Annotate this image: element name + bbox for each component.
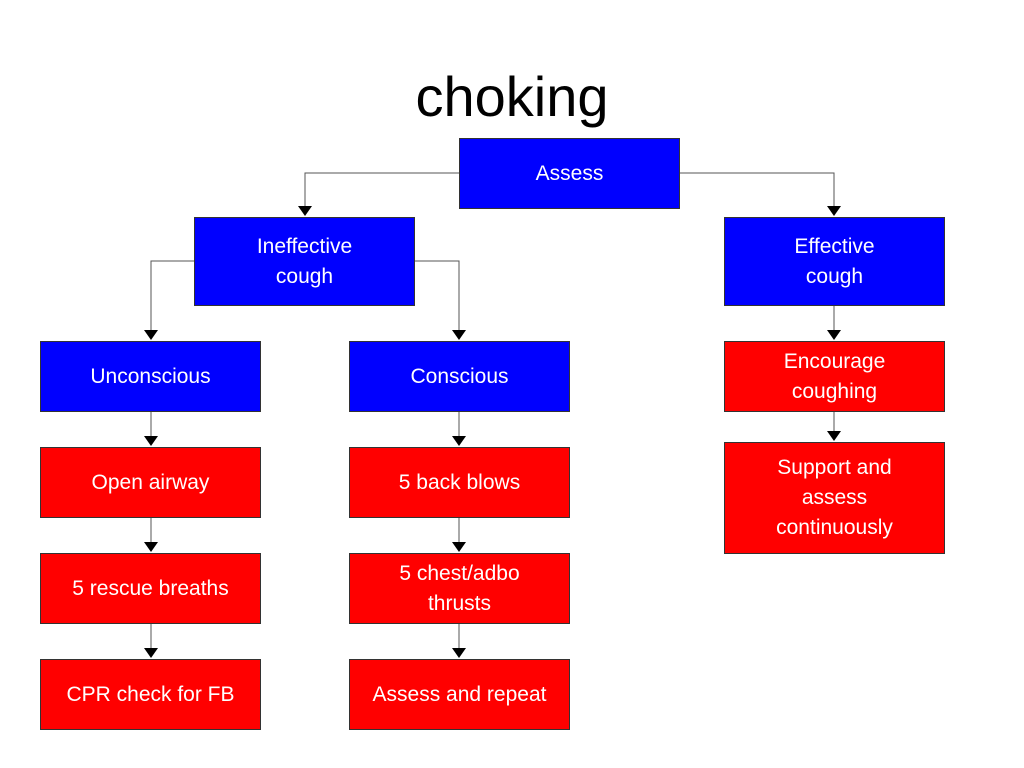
diagram-title: choking [415, 65, 609, 128]
node-support-assess: Support and assess continuously [724, 442, 945, 554]
node-open-airway: Open airway [40, 447, 261, 518]
node-ineffective-cough: Ineffective cough [194, 217, 415, 306]
node-chest-thrusts: 5 chest/adbo thrusts [349, 553, 570, 624]
connector-assess-effective [680, 172, 841, 216]
node-encourage-coughing: Encourage coughing [724, 341, 945, 412]
node-unconscious: Unconscious [40, 341, 261, 412]
node-conscious: Conscious [349, 341, 570, 412]
connector-ineffective-unconscious [144, 260, 194, 340]
node-assess: Assess [459, 138, 680, 209]
node-back-blows: 5 back blows [349, 447, 570, 518]
node-assess-repeat: Assess and repeat [349, 659, 570, 730]
connector-ineffective-conscious [415, 260, 466, 340]
node-rescue-breaths: 5 rescue breaths [40, 553, 261, 624]
node-effective-cough: Effective cough [724, 217, 945, 306]
connector-assess-ineffective [298, 172, 459, 216]
node-cpr-check: CPR check for FB [40, 659, 261, 730]
